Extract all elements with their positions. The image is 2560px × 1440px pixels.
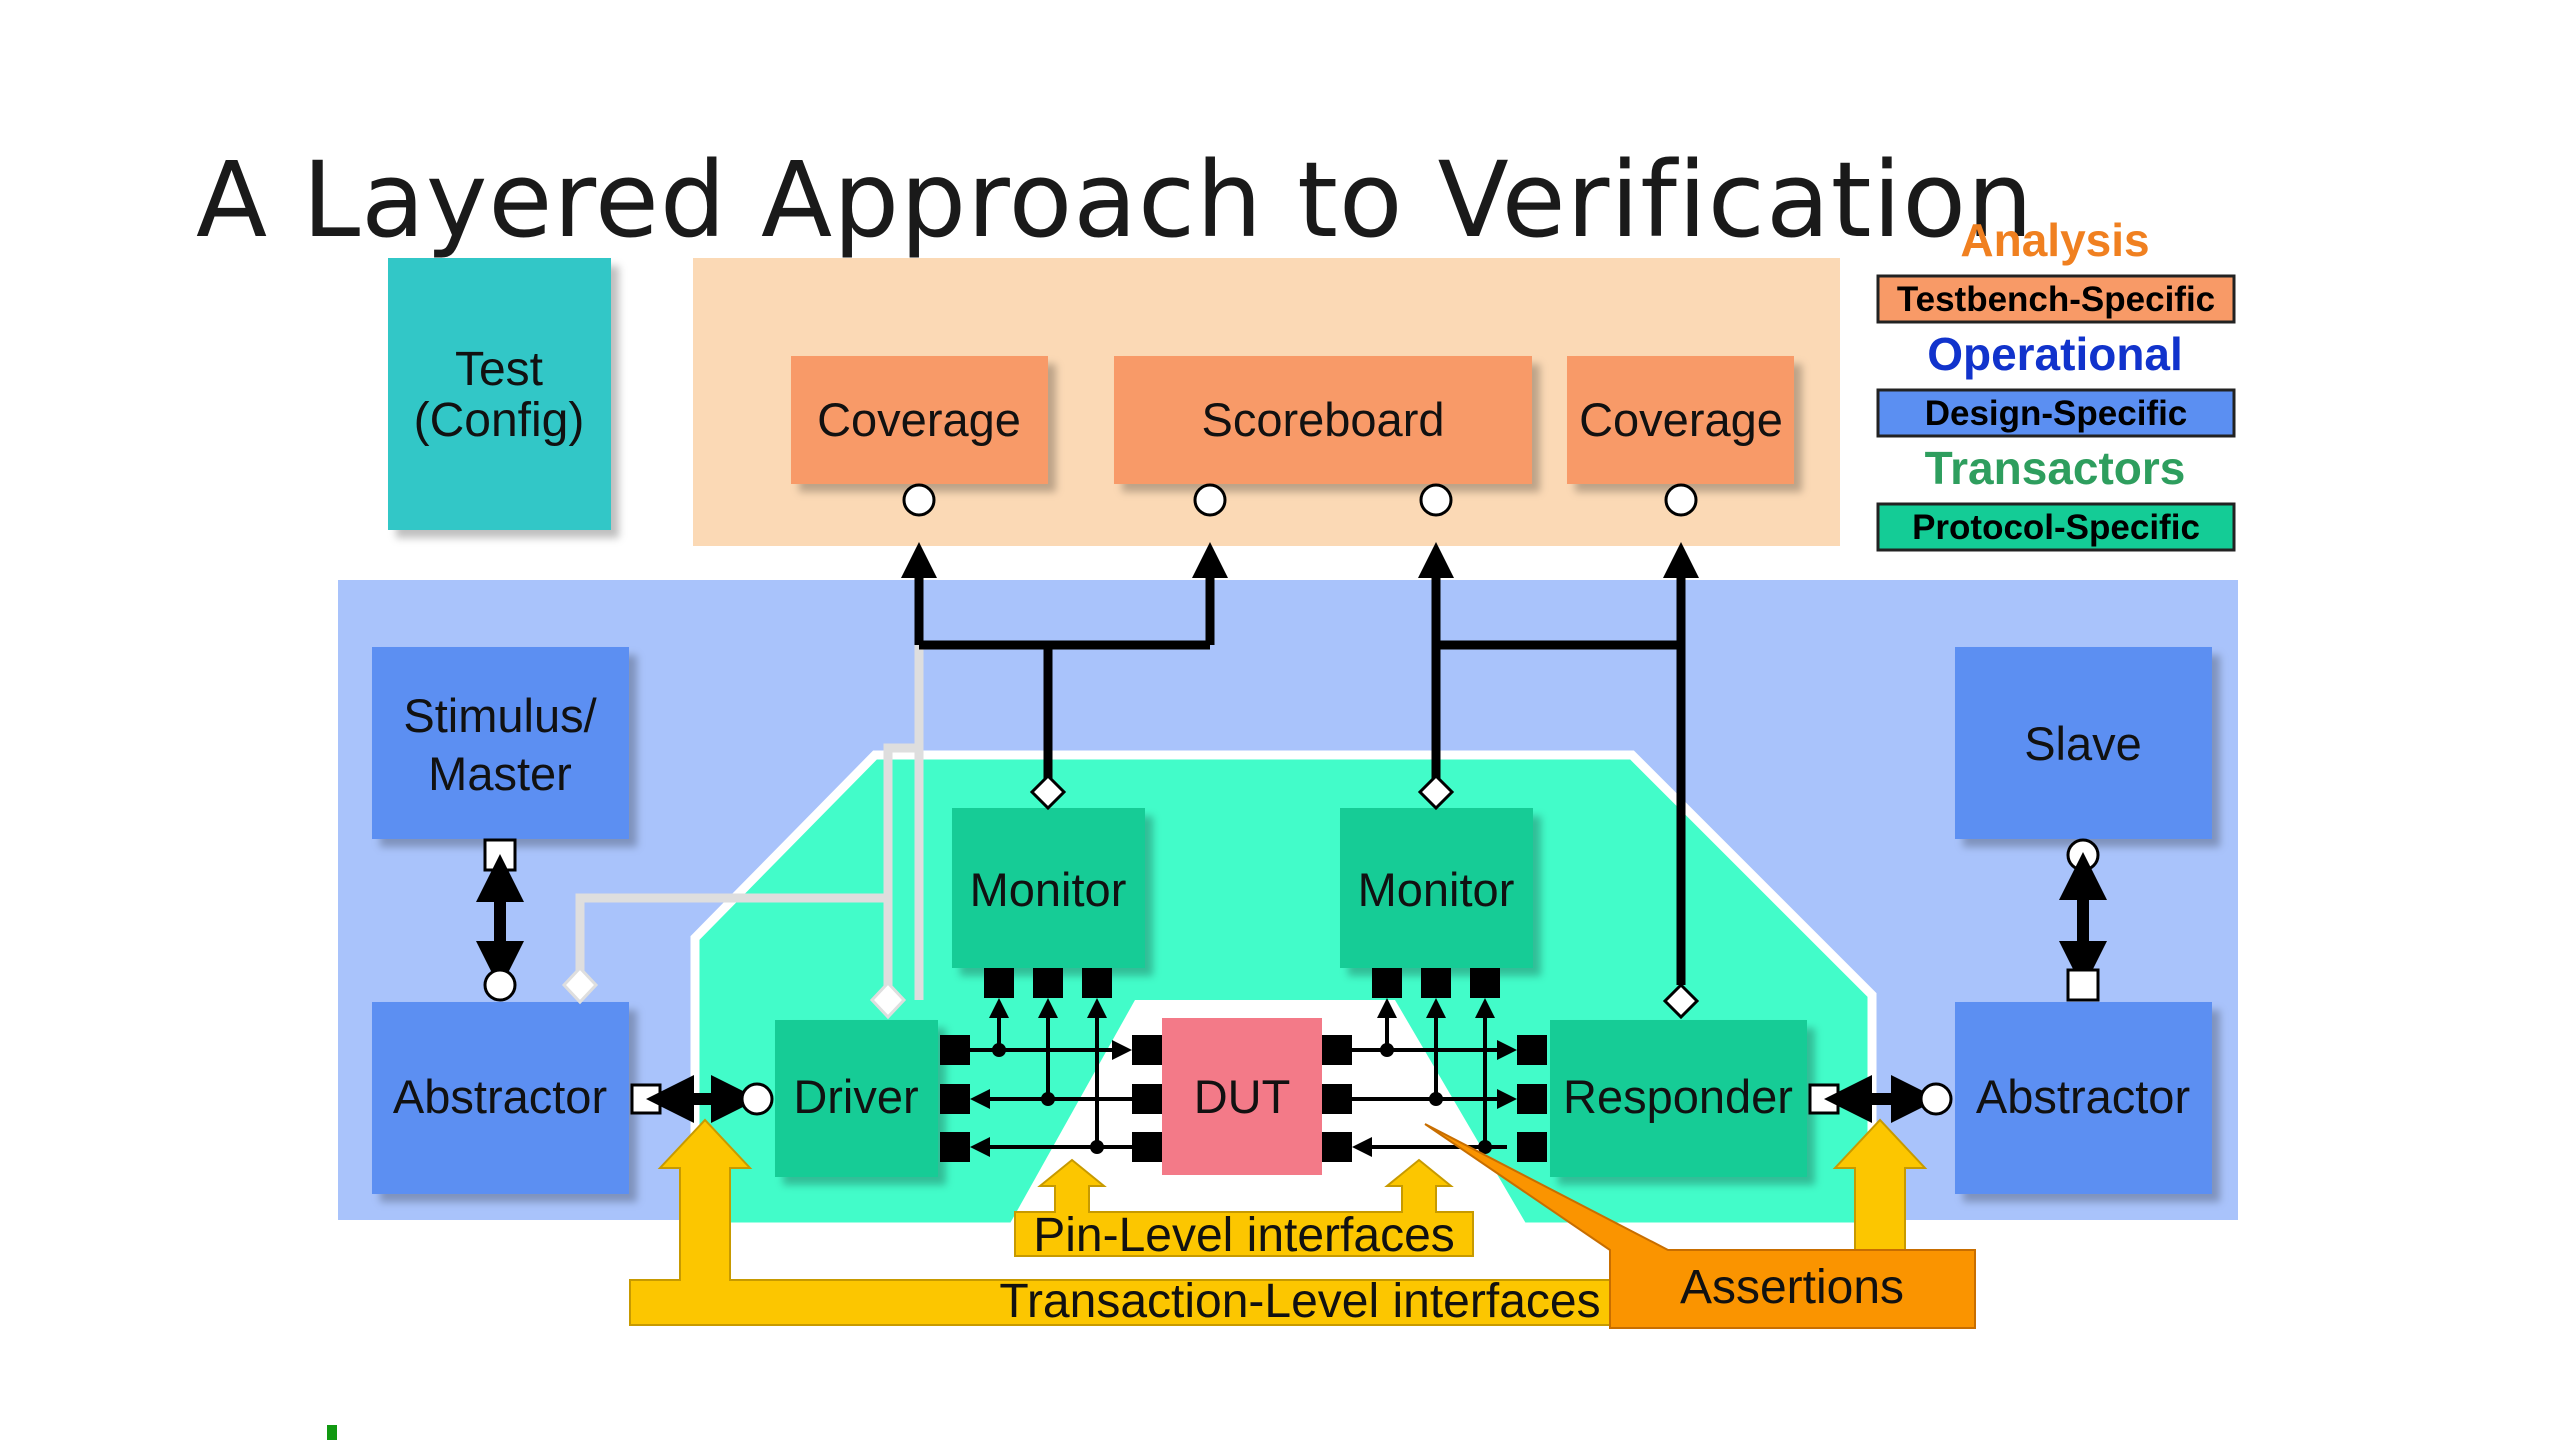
scoreboard-box (1114, 356, 1532, 484)
dut-box (1162, 1018, 1322, 1175)
pin-junctions (992, 1043, 1492, 1154)
transaction-level-label: Transaction-Level interfaces (999, 1275, 1600, 1328)
assertions-label: Assertions (1680, 1261, 1904, 1314)
slide-footer-mark (327, 1425, 337, 1440)
test-config-box (388, 258, 611, 530)
abstractor-box-right (1955, 1002, 2212, 1194)
pin-level-label: Pin-Level interfaces (1033, 1209, 1455, 1262)
config-lines (575, 640, 924, 1000)
analysis-connections (901, 542, 1699, 985)
legend-testbench-specific: Testbench-Specific (1897, 280, 2215, 319)
coverage-box-right (1567, 356, 1794, 484)
monitor-label-right: Monitor (1358, 863, 1515, 916)
monitor-box-left (952, 808, 1145, 968)
stimulus-label-line2: Master (428, 747, 572, 800)
assertions-callout (1424, 1123, 1976, 1329)
abstractor-right-port-square (2066, 968, 2100, 1002)
pin-wires (970, 998, 1517, 1157)
slave-port-circle (2066, 838, 2100, 872)
config-port-driver (869, 980, 907, 1020)
test-config-label-line2: (Config) (414, 394, 585, 447)
analysis-ports (902, 483, 1698, 517)
coverage-label-right: Coverage (1579, 393, 1783, 446)
responder-box (1550, 1020, 1807, 1177)
stimulus-label-line1: Stimulus/ (403, 689, 597, 742)
slave-box (1955, 647, 2212, 839)
abstractor-right-tl-port (1919, 1082, 1953, 1116)
stimulus-master-box (372, 647, 629, 839)
scoreboard-label: Scoreboard (1202, 393, 1445, 446)
export-diamonds (1029, 773, 1700, 1020)
monitor-box-right (1340, 808, 1533, 968)
monitor-label-left: Monitor (970, 863, 1127, 916)
pin-level-callout (1014, 1158, 1474, 1257)
abstractor-box-left (372, 1002, 629, 1194)
driver-label: Driver (793, 1070, 918, 1123)
legend-operational: Operational (1927, 328, 2183, 380)
abstractor-label-right: Abstractor (1976, 1070, 2190, 1123)
driver-box (775, 1020, 938, 1177)
abstractor-label-left: Abstractor (393, 1070, 607, 1123)
legend-analysis: Analysis (1960, 214, 2149, 266)
responder-label: Responder (1563, 1070, 1793, 1123)
legend-protocol-box (1876, 502, 2236, 552)
legend-protocol-specific: Protocol-Specific (1912, 508, 2200, 547)
responder-tl-port (1808, 1083, 1840, 1115)
legend-transactors: Transactors (1925, 442, 2186, 494)
coverage-label-left: Coverage (817, 393, 1021, 446)
test-config-label-line1: Test (455, 343, 543, 396)
pin-squares (940, 968, 1547, 1162)
slide-title: A Layered Approach to Verification (196, 139, 2034, 261)
coverage-box-left (791, 356, 1048, 484)
legend-design-box (1876, 388, 2236, 438)
legend-design-specific: Design-Specific (1925, 394, 2188, 433)
legend-testbench-box (1876, 274, 2236, 324)
slave-label: Slave (2024, 717, 2142, 770)
abstractor-left-tl-port (630, 1083, 662, 1115)
config-port-abstractor (561, 965, 599, 1005)
dut-label: DUT (1194, 1070, 1291, 1123)
driver-tl-port (740, 1082, 774, 1116)
abstractor-left-port-circle (483, 968, 517, 1002)
stimulus-port-square (483, 838, 517, 872)
